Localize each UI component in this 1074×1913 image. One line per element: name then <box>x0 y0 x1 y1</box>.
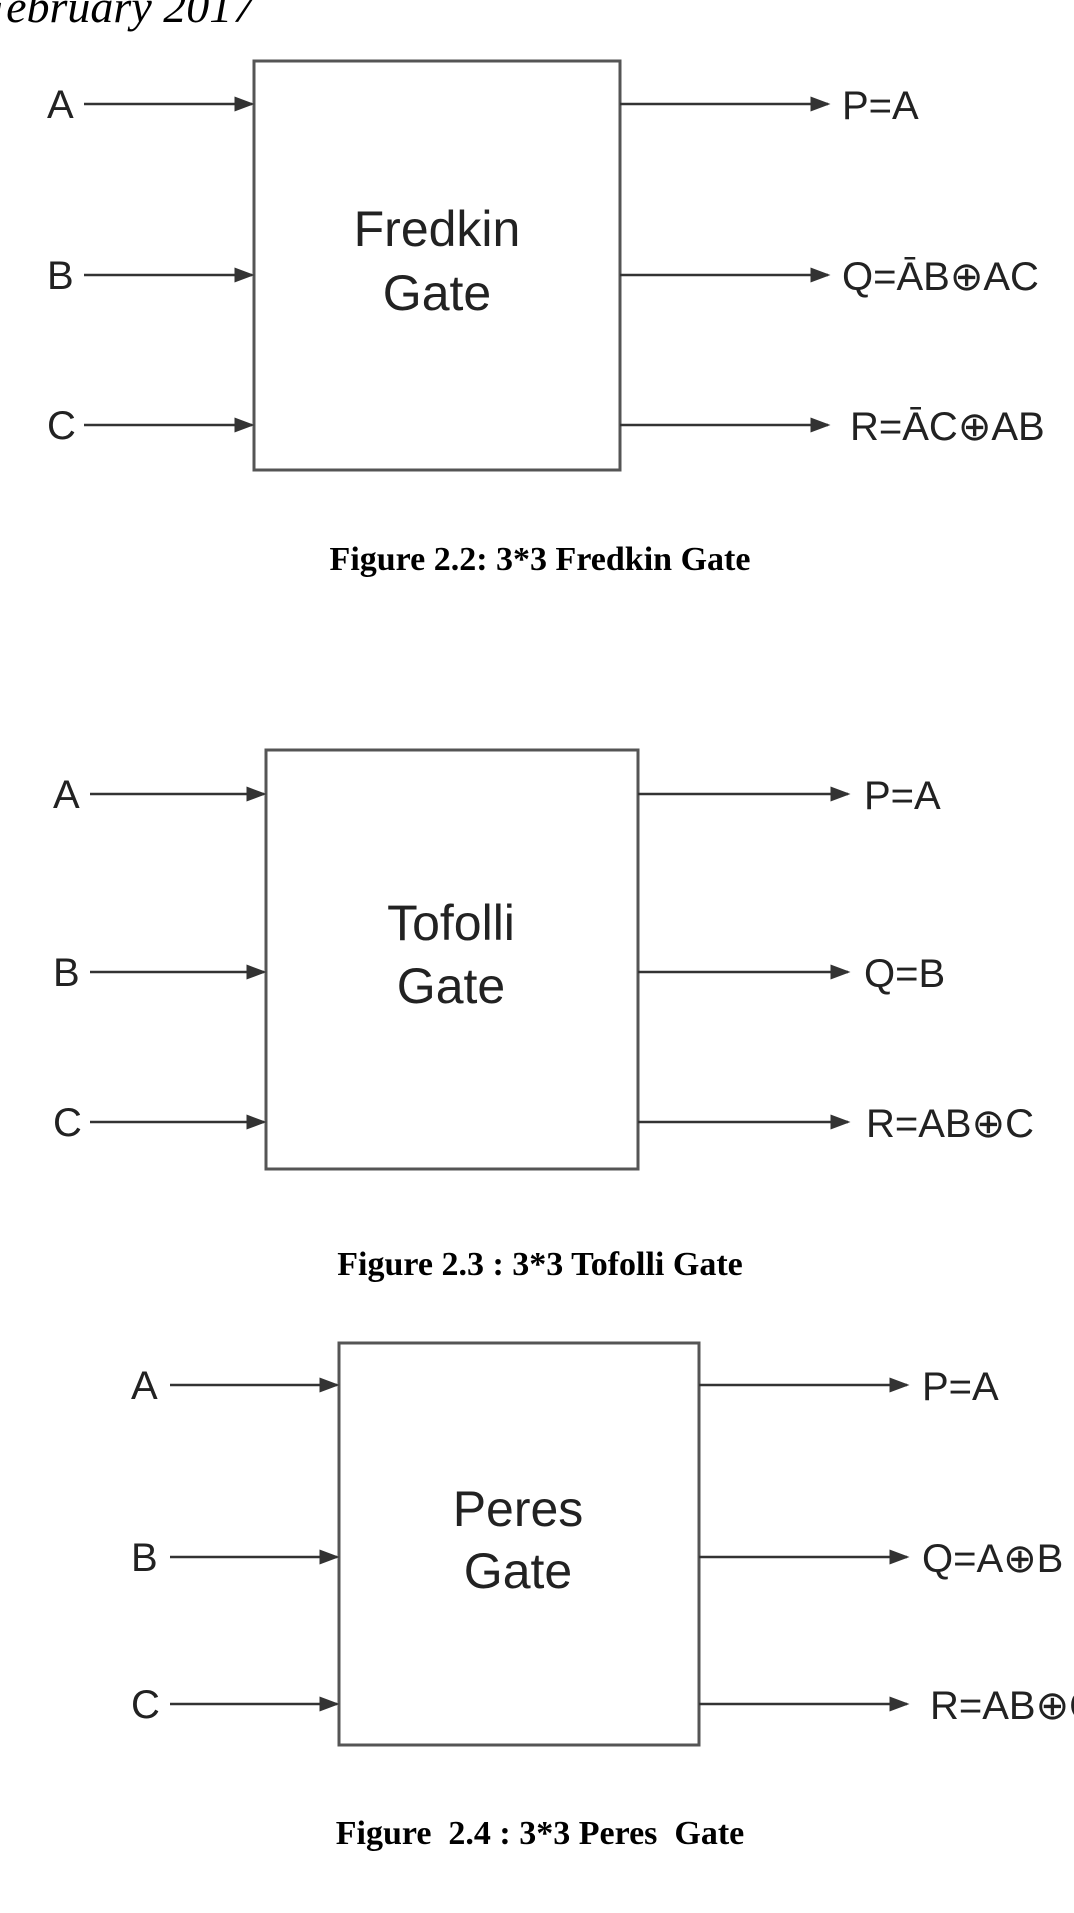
figure-caption: Figure 2.4 : 3*3 Peres Gate <box>336 1815 745 1852</box>
input-label-a: A <box>47 83 74 127</box>
output-label-r: R=AB⊕C <box>930 1684 1074 1728</box>
tofolli-gate-box <box>264 748 640 1171</box>
gate-name: Gate <box>383 265 491 321</box>
output-label-q: Q=ĀB⊕AC <box>842 255 1039 299</box>
input-label-a: A <box>53 773 80 817</box>
figure-caption: Figure 2.3 : 3*3 Tofolli Gate <box>337 1246 742 1283</box>
gate-name: Gate <box>397 958 505 1014</box>
output-label-q: Q=A⊕B <box>922 1537 1063 1581</box>
input-label-c: C <box>131 1683 160 1727</box>
peres-gate-box <box>337 1341 701 1747</box>
fredkin-gate-figure: Fredkin Gate A B C P=A Q=ĀB⊕AC R=ĀC⊕AB F… <box>47 59 1045 578</box>
page-header-fragment: February 2017 <box>0 0 257 32</box>
tofolli-gate-figure: Tofolli Gate A B C P=A Q=B R=AB⊕C Figure… <box>53 748 1034 1283</box>
output-label-q: Q=B <box>864 952 945 996</box>
gate-name: Fredkin <box>354 201 521 257</box>
output-label-p: P=A <box>922 1365 999 1409</box>
figure-caption: Figure 2.2: 3*3 Fredkin Gate <box>330 541 751 578</box>
input-label-c: C <box>53 1101 82 1145</box>
output-label-r: R=ĀC⊕AB <box>850 405 1045 449</box>
gate-name: Tofolli <box>387 895 515 951</box>
input-label-b: B <box>47 254 74 298</box>
output-label-p: P=A <box>842 84 919 128</box>
input-label-b: B <box>53 951 80 995</box>
gate-name: Peres <box>453 1481 584 1537</box>
fredkin-gate-box <box>252 59 622 472</box>
input-label-b: B <box>131 1536 158 1580</box>
input-label-c: C <box>47 404 76 448</box>
peres-gate-figure: Peres Gate A B C P=A Q=A⊕B R=AB⊕C Figure… <box>131 1341 1074 1852</box>
output-label-p: P=A <box>864 774 941 818</box>
gate-name: Gate <box>464 1543 572 1599</box>
input-label-a: A <box>131 1364 158 1408</box>
output-label-r: R=AB⊕C <box>866 1102 1034 1146</box>
